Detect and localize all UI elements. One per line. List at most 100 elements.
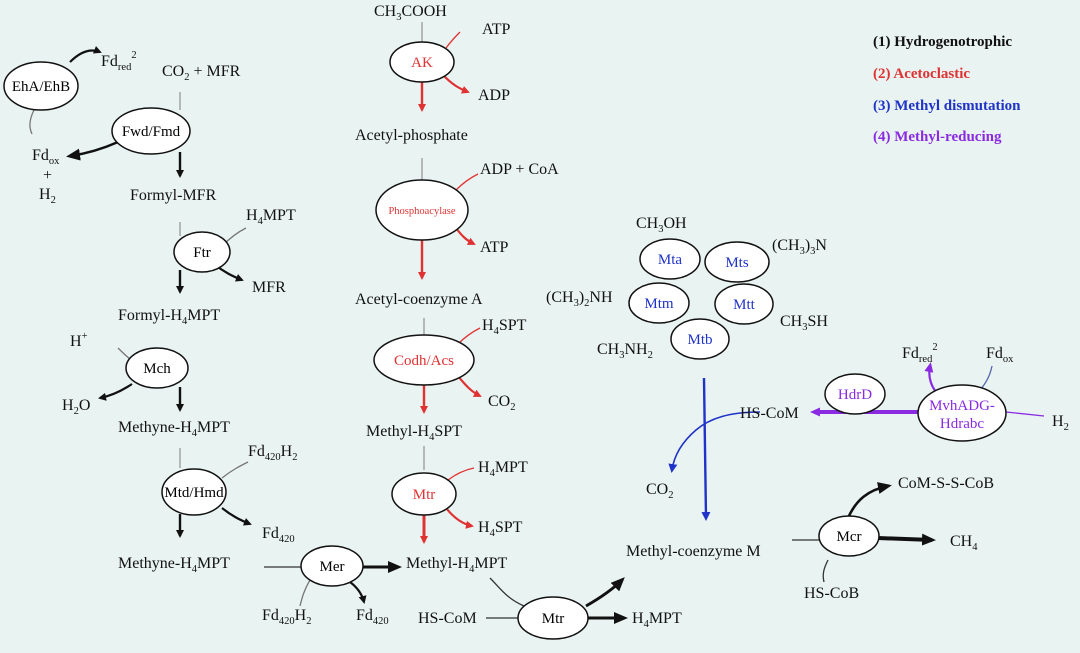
ch3nh2-label: CH3NH2	[597, 341, 653, 361]
codh-co2-arrow	[457, 375, 482, 397]
co2-mfr-label: CO2 + MFR	[162, 63, 241, 83]
ftr-enzyme	[173, 231, 231, 273]
mvh-fd-red-arrow	[924, 362, 937, 393]
ch3oh-label: CH3OH	[636, 215, 687, 235]
legend: (1) Hydrogenotrophic (2) Acetoclastic (3…	[873, 34, 1021, 145]
com-s-s-cob-label: CoM-S-S-CoB	[898, 475, 994, 492]
hydrogenotrophic-pathway: EhA/EhB Fdred2 CO2 + MFR Fwd/Fmd Fdox + …	[3, 46, 402, 627]
mer-enzyme	[300, 545, 364, 587]
h4mpt-mtr-label: H4MPT	[478, 459, 528, 479]
phosphoacylase-label: Phosphoacylase	[388, 206, 455, 217]
fwd-fmd-enzyme	[111, 107, 191, 155]
co2-right-label: CO2	[646, 481, 673, 501]
mtd-hmd-label: Mtd/Hmd	[164, 485, 224, 501]
methyl-h4spt-label: Methyl-H4SPT	[366, 423, 462, 443]
mts-label: Mts	[725, 255, 749, 271]
legend-methyl-reducing: (4) Methyl-reducing	[873, 129, 1002, 145]
mvh-h2-input	[1005, 411, 1045, 417]
fd420-mer-label: Fd420	[356, 607, 389, 627]
acetoclastic-pathway: CH3COOH AK ATP ADP Acetyl-phosphate ADP …	[355, 3, 682, 640]
legend-methyl-dismutation: (3) Methyl dismutation	[873, 98, 1021, 114]
mcr-step: Mcr CoM-S-S-CoB CH4 HS-CoB	[792, 475, 994, 602]
h2-right-label: H2	[1052, 413, 1069, 433]
hdrd-enzyme	[824, 373, 886, 415]
adp-coa-label: ADP + CoA	[480, 161, 559, 178]
mer-fd420h2-input	[299, 579, 311, 607]
methyne-h4mpt2-label: Methyne-H4MPT	[118, 555, 230, 575]
mvhadg-hdrabc-enzyme	[917, 384, 1007, 442]
methyl-reducing-pathway: HdrD MvhADG- Hdrabc Fdred2 Fdox H2	[810, 342, 1069, 442]
mtt-label: Mtt	[733, 297, 756, 313]
acetyl-phosphate-label: Acetyl-phosphate	[355, 127, 468, 144]
eha-fd-red-arrow	[69, 46, 102, 63]
formyl-h4mpt-label: Formyl-H4MPT	[118, 307, 220, 327]
ch3cooh-label: CH3COOH	[374, 3, 447, 23]
ch4-label: CH4	[950, 533, 978, 553]
mch-enzyme	[125, 347, 189, 389]
mcr-com-s-s-cob-arrow	[846, 482, 892, 519]
fd-ox-left-label: Fdox	[32, 147, 60, 167]
eha-ehb-enzyme	[3, 61, 79, 111]
h-plus-label: H+	[70, 331, 88, 350]
atp-ak-label: ATP	[482, 21, 511, 38]
mtr-top-h4mpt-input	[447, 467, 475, 481]
codh-h4spt-input	[457, 327, 481, 345]
fwd-fd-ox-arrow	[66, 140, 119, 161]
mtr-bottom-label: Mtr	[542, 611, 565, 627]
mch-h2o-arrow	[98, 383, 133, 401]
mfr-output-label: MFR	[252, 279, 286, 296]
fd-ox-right-label: Fdox	[986, 345, 1014, 365]
mta-label: Mta	[658, 252, 683, 268]
adp-ak-label: ADP	[478, 87, 510, 104]
phosphoacylase-enzyme	[375, 179, 469, 241]
legend-acetoclastic: (2) Acetoclastic	[873, 66, 970, 82]
formyl-mfr-label: Formyl-MFR	[130, 187, 217, 204]
mtr-top-h4spt-arrow	[445, 507, 474, 529]
mtr-bottom-methyl-com-arrow	[585, 577, 625, 608]
fd420h2-mtd-label: Fd420H2	[248, 443, 297, 463]
fd-red-left-label: Fdred2	[101, 50, 137, 73]
ak-adp-arrow	[443, 75, 470, 94]
mer-fd420-arrow	[349, 581, 367, 604]
h4spt-mtr-label: H4SPT	[478, 519, 523, 539]
h2-left-label: H2	[39, 186, 56, 206]
mtr-top-enzyme	[391, 472, 457, 516]
acetyl-coa-label: Acetyl-coenzyme A	[355, 291, 483, 308]
mtb-enzyme	[670, 318, 730, 360]
ftr-label: Ftr	[193, 245, 211, 261]
mer-label: Mer	[320, 559, 345, 575]
mtd-fd420h2-input	[221, 461, 249, 479]
mcr-hs-cob-input	[822, 559, 829, 583]
mts-enzyme	[704, 241, 770, 283]
codh-acs-enzyme	[373, 334, 475, 386]
h4mpt-ftr-label: H4MPT	[246, 207, 296, 227]
mtr-bottom-input-line	[489, 577, 525, 607]
hs-cob-label: HS-CoB	[804, 585, 859, 602]
hdrabc-label: Hdrabc	[940, 416, 984, 432]
hs-com-mid-label: HS-CoM	[740, 405, 799, 422]
ch3-2nh-label: (CH3)2NH	[546, 289, 613, 309]
mta-enzyme	[639, 238, 701, 280]
ak-label: AK	[411, 55, 433, 71]
plus-label: +	[43, 167, 52, 184]
mtm-label: Mtm	[644, 296, 674, 312]
phos-adp-coa-input	[455, 173, 479, 191]
methyl-com-label: Methyl-coenzyme M	[626, 543, 761, 560]
mtr-top-label: Mtr	[413, 487, 436, 503]
mcr-ch4-arrow	[877, 533, 936, 546]
phos-atp-arrow	[455, 227, 476, 245]
h2o-label: H2O	[62, 397, 90, 417]
mtm-enzyme	[628, 282, 690, 324]
legend-hydrogenotrophic: (1) Hydrogenotrophic	[873, 34, 1012, 50]
mvhadg-label: MvhADG-	[929, 398, 995, 414]
eha-ehb-label: EhA/EhB	[12, 79, 70, 95]
mtd-fd420-arrow	[221, 507, 252, 526]
mtd-hmd-enzyme	[161, 468, 227, 516]
codh-acs-label: Codh/Acs	[394, 353, 454, 369]
ch3sh-label: CH3SH	[780, 313, 828, 333]
hs-com-co2-arrow	[668, 411, 761, 473]
mtt-enzyme	[714, 283, 774, 325]
ch3-3n-label: (CH3)3N	[772, 237, 827, 257]
mcr-enzyme	[818, 515, 880, 557]
